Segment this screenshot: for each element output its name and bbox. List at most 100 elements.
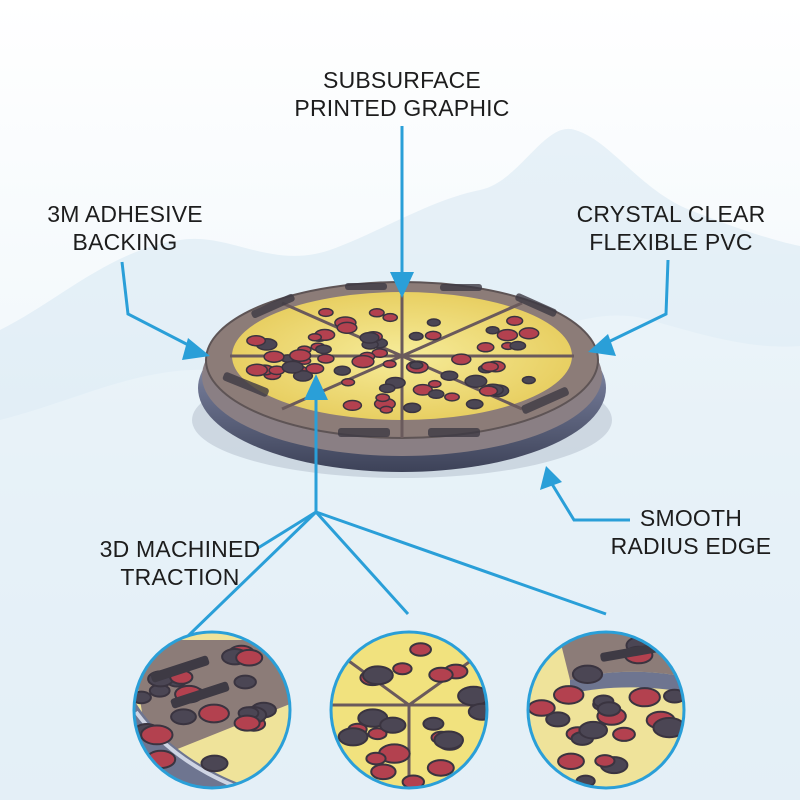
pepperoni-toppings [245, 307, 540, 414]
zoom-topping [170, 708, 197, 726]
topping [521, 375, 536, 385]
crust-text-plates [222, 283, 569, 437]
topping [315, 344, 332, 355]
arrow-subsurface [390, 126, 414, 298]
label-edge-line1: SMOOTH [639, 505, 743, 531]
arrow-edge [540, 466, 630, 522]
callout-arrows [120, 126, 670, 638]
topping [476, 342, 495, 353]
zoom-topping [367, 727, 388, 741]
zoom-topping [433, 730, 465, 750]
topping [424, 330, 442, 341]
topping [496, 328, 519, 342]
pizza-traction-pad [192, 278, 612, 478]
arrow-pvc [588, 259, 670, 356]
zoom-topping [596, 701, 622, 717]
topping [379, 405, 394, 414]
zoom-topping [379, 716, 407, 734]
topping [427, 379, 442, 389]
topping [464, 374, 488, 388]
label-subsurface: SUBSURFACE PRINTED GRAPHIC [290, 66, 514, 122]
topping [340, 377, 356, 387]
label-traction-line1: 3D MACHINED [99, 536, 261, 562]
topping [281, 360, 304, 374]
label-traction-line2: TRACTION [120, 564, 240, 590]
topping [246, 334, 267, 347]
zoom-topping [594, 754, 616, 768]
zoom-topping [235, 648, 264, 667]
zoom-topping [628, 687, 661, 708]
topping [245, 363, 269, 377]
label-subsurface-line2: PRINTED GRAPHIC [294, 95, 510, 121]
zoom-topping [200, 754, 229, 773]
zoom-topping [233, 674, 257, 690]
zoom-topping [467, 702, 487, 721]
topping [342, 399, 363, 412]
label-adhesive: 3M ADHESIVE BACKING [30, 200, 220, 256]
topping [368, 308, 385, 318]
topping [451, 353, 472, 366]
topping [444, 392, 460, 402]
topping [378, 383, 396, 394]
zoom-topping [233, 714, 261, 732]
zoom-topping [409, 642, 433, 657]
zoom-topping [422, 716, 445, 731]
topping [465, 398, 484, 410]
topping [408, 331, 424, 341]
zoom-topping [652, 717, 684, 739]
arrow-traction [186, 374, 607, 638]
topping [426, 318, 441, 327]
zoom-topping [365, 751, 387, 766]
topping [478, 385, 499, 397]
zoom-topping [571, 664, 604, 684]
zoom-topping [362, 665, 394, 686]
topping [518, 327, 540, 340]
topping [307, 332, 323, 342]
label-adhesive-line1: 3M ADHESIVE [47, 201, 203, 227]
zoom-topping [426, 759, 455, 777]
zoom-topping [198, 703, 230, 724]
topping [359, 331, 380, 344]
topping [409, 361, 424, 370]
topping [440, 370, 459, 381]
zoom-topping [578, 720, 609, 740]
zoom-topping [612, 726, 636, 742]
topping [305, 363, 325, 375]
topping [509, 340, 527, 351]
label-pvc: CRYSTAL CLEAR FLEXIBLE PVC [566, 200, 776, 256]
topping [318, 307, 334, 318]
zoom-circle-edge [132, 630, 292, 790]
topping [289, 349, 312, 362]
topping [382, 312, 399, 323]
zoom-topping [392, 662, 413, 676]
zoom-topping [140, 724, 174, 746]
topping [317, 353, 335, 364]
topping [403, 402, 422, 414]
label-adhesive-line2: BACKING [72, 229, 178, 255]
topping [351, 354, 375, 369]
zoom-topping [545, 711, 571, 728]
topping [336, 321, 358, 334]
label-edge: SMOOTH RADIUS EDGE [596, 504, 786, 560]
topping [333, 365, 352, 376]
topping [375, 393, 391, 403]
topping [480, 361, 499, 373]
zoom-topping [401, 774, 425, 788]
topping [292, 370, 314, 382]
topping [506, 315, 524, 327]
topping [485, 326, 500, 335]
zoom-topping [370, 763, 397, 781]
zoom-topping [553, 685, 585, 705]
topping [382, 359, 397, 369]
zoom-topping [428, 666, 454, 683]
label-pvc-line2: FLEXIBLE PVC [589, 229, 753, 255]
zoom-topping [557, 752, 585, 770]
label-edge-line2: RADIUS EDGE [610, 533, 772, 559]
label-subsurface-line1: SUBSURFACE [323, 67, 481, 93]
label-pvc-line1: CRYSTAL CLEAR [576, 201, 766, 227]
label-traction: 3D MACHINED TRACTION [80, 535, 280, 591]
arrow-adhesive [120, 261, 210, 360]
topping [263, 350, 285, 363]
topping [427, 389, 445, 400]
